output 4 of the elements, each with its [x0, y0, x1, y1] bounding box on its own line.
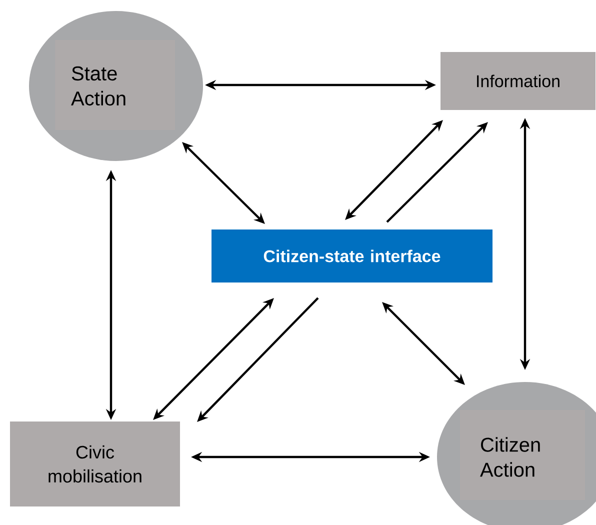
concept-box: Information [440, 52, 596, 110]
concept-box: Civic mobilisation [10, 422, 180, 506]
highlight-box: Citizen-state interface [212, 230, 492, 282]
oval-node: State Action [29, 11, 203, 161]
